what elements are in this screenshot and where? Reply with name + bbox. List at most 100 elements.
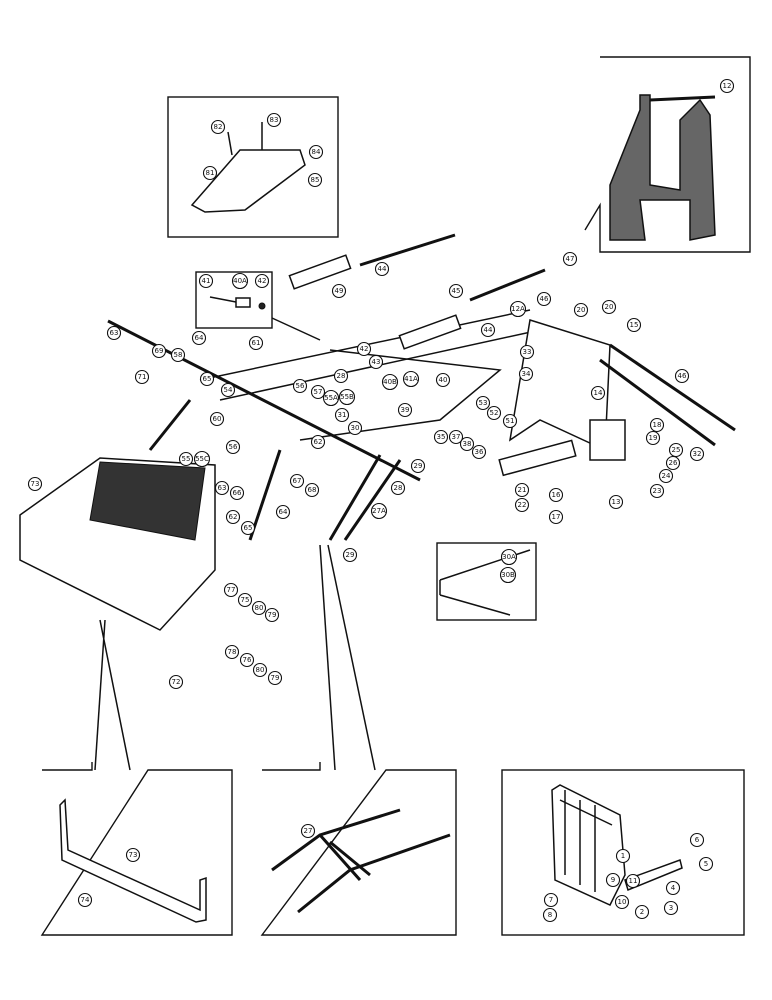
callout-circle bbox=[435, 372, 451, 388]
callout-circle bbox=[308, 144, 324, 160]
callout-label: 13 bbox=[612, 498, 621, 506]
callout-label: 3 bbox=[669, 904, 673, 912]
callout-7: 7 bbox=[543, 892, 559, 908]
callout-68: 68 bbox=[304, 482, 320, 498]
callout-81: 81 bbox=[202, 165, 218, 181]
callout-40A: 40A bbox=[231, 272, 249, 290]
callout-label: 72 bbox=[172, 678, 181, 686]
callout-label: 33 bbox=[523, 348, 532, 356]
callout-label: 80 bbox=[255, 604, 264, 612]
callout-label: 28 bbox=[337, 372, 346, 380]
callout-83: 83 bbox=[266, 112, 282, 128]
callout-circle bbox=[199, 371, 215, 387]
callout-circle bbox=[310, 384, 326, 400]
callout-label: 4 bbox=[671, 884, 676, 892]
callout-28: 28 bbox=[333, 368, 349, 384]
callout-circle bbox=[459, 436, 475, 452]
callout-21: 21 bbox=[514, 482, 530, 498]
callout-label: 62 bbox=[314, 438, 323, 446]
callout-label: 81 bbox=[206, 169, 215, 177]
callout-41A: 41A bbox=[402, 370, 420, 388]
callout-38: 38 bbox=[459, 436, 475, 452]
callout-label: 34 bbox=[522, 370, 531, 378]
callout-79: 79 bbox=[267, 670, 283, 686]
callout-circle bbox=[448, 429, 464, 445]
callout-circle bbox=[573, 302, 589, 318]
callout-circle bbox=[370, 502, 388, 520]
callout-label: 39 bbox=[401, 406, 410, 414]
callout-circle bbox=[224, 644, 240, 660]
callout-circle bbox=[658, 468, 674, 484]
callout-circle bbox=[486, 405, 502, 421]
callout-circle bbox=[519, 344, 535, 360]
callout-45: 45 bbox=[448, 283, 464, 299]
callout-circle bbox=[240, 520, 256, 536]
callout-circle bbox=[668, 442, 684, 458]
callout-circle bbox=[193, 450, 211, 468]
callout-label: 6 bbox=[695, 836, 700, 844]
callout-label: 9 bbox=[611, 876, 615, 884]
callout-label: 76 bbox=[243, 656, 252, 664]
callout-label: 57 bbox=[314, 388, 323, 396]
callout-46: 46 bbox=[674, 368, 690, 384]
callout-circle bbox=[509, 300, 527, 318]
callout-label: 15 bbox=[630, 321, 639, 329]
callout-20: 20 bbox=[601, 299, 617, 315]
callout-82: 82 bbox=[210, 119, 226, 135]
callout-label: 11 bbox=[629, 877, 638, 885]
callout-label: 36 bbox=[475, 448, 484, 456]
callout-64: 64 bbox=[275, 504, 291, 520]
callout-circle bbox=[342, 547, 358, 563]
callout-label: 46 bbox=[678, 372, 687, 380]
callout-circle bbox=[663, 900, 679, 916]
callout-1: 1 bbox=[615, 848, 631, 864]
callout-55: 55 bbox=[178, 451, 194, 467]
callout-11: 11 bbox=[625, 873, 641, 889]
callout-label: 44 bbox=[484, 326, 493, 334]
callout-2: 2 bbox=[634, 904, 650, 920]
callout-circle bbox=[499, 566, 517, 584]
callout-label: 40A bbox=[233, 277, 247, 285]
callout-17: 17 bbox=[548, 509, 564, 525]
callout-64: 64 bbox=[191, 330, 207, 346]
inset-bucket-edge bbox=[40, 762, 233, 936]
callout-circle bbox=[134, 369, 150, 385]
callout-label: 74 bbox=[81, 896, 90, 904]
callout-label: 55A bbox=[324, 394, 338, 402]
callout-34: 34 bbox=[518, 366, 534, 382]
callout-19: 19 bbox=[645, 430, 661, 446]
callout-circle bbox=[310, 434, 326, 450]
callout-circle bbox=[248, 335, 264, 351]
callout-label: 37 bbox=[452, 433, 461, 441]
callout-22: 22 bbox=[514, 497, 530, 513]
callout-circle bbox=[608, 494, 624, 510]
callout-label: 18 bbox=[653, 421, 662, 429]
callout-label: 23 bbox=[653, 487, 662, 495]
callout-circle bbox=[626, 317, 642, 333]
callout-label: 60 bbox=[213, 415, 222, 423]
callout-label: 30B bbox=[501, 571, 515, 579]
callout-circle bbox=[548, 509, 564, 525]
callout-label: 82 bbox=[214, 123, 223, 131]
callout-36: 36 bbox=[471, 444, 487, 460]
callout-55B: 55B bbox=[338, 388, 356, 406]
callout-label: 41A bbox=[404, 375, 418, 383]
callout-label: 54 bbox=[224, 386, 233, 394]
callout-circle bbox=[338, 388, 356, 406]
callout-circle bbox=[198, 273, 214, 289]
callout-56: 56 bbox=[292, 378, 308, 394]
callout-label: 29 bbox=[414, 462, 423, 470]
main-frame-assembly bbox=[19, 233, 736, 771]
callout-57: 57 bbox=[310, 384, 326, 400]
callout-label: 71 bbox=[138, 373, 147, 381]
callout-circle bbox=[300, 823, 316, 839]
callout-39: 39 bbox=[397, 402, 413, 418]
callout-circle bbox=[322, 389, 340, 407]
callout-72: 72 bbox=[168, 674, 184, 690]
callout-12A: 12A bbox=[509, 300, 527, 318]
callout-label: 22 bbox=[518, 501, 527, 509]
callout-73: 73 bbox=[27, 476, 43, 492]
callout-circle bbox=[266, 112, 282, 128]
callout-label: 79 bbox=[268, 611, 277, 619]
callout-circle bbox=[251, 600, 267, 616]
